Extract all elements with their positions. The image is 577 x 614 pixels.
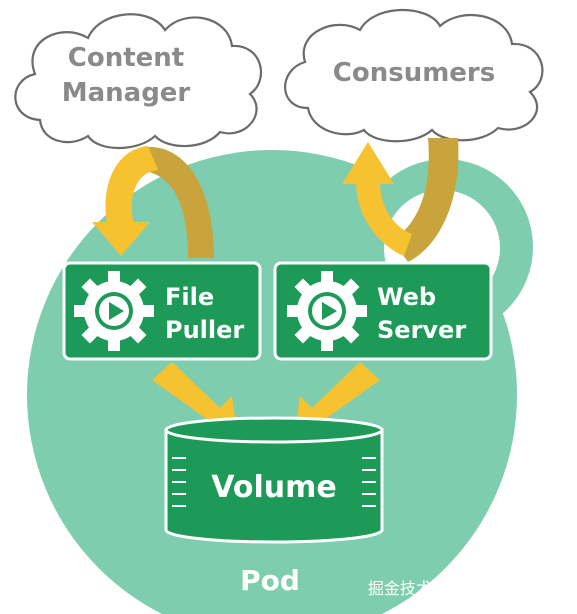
arrow-server-to-consumers: [342, 138, 459, 262]
cloud-label-line1: Content: [68, 43, 184, 73]
cloud-icon: [14, 13, 263, 150]
gear-play-icon: [74, 271, 154, 351]
volume-cylinder: Volume: [164, 416, 384, 544]
web-server-box: Web Server: [273, 261, 493, 361]
cloud-label-line2: Manager: [62, 78, 191, 108]
box-label-line1: File: [165, 283, 214, 311]
arrow-cloud-to-puller: [92, 146, 214, 258]
arrow-icon: [392, 138, 459, 262]
cloud-label: Consumers: [333, 58, 495, 88]
box-label-line2: Server: [377, 316, 466, 344]
file-puller-box: File Puller: [62, 261, 262, 361]
pod-label: Pod: [240, 564, 300, 597]
cylinder-icon: [164, 416, 384, 544]
watermark: 掘金技术社区 @ 上将邢道荣: [368, 579, 570, 598]
arrow-icon: [130, 146, 214, 258]
gear-play-icon: [287, 271, 367, 351]
content-manager-cloud: Content Manager: [14, 13, 263, 150]
box-label-line1: Web: [377, 283, 436, 311]
volume-label: Volume: [211, 470, 336, 505]
box-label-line2: Puller: [165, 316, 244, 344]
consumers-cloud: Consumers: [284, 8, 544, 143]
cloud-icon: [284, 8, 544, 143]
